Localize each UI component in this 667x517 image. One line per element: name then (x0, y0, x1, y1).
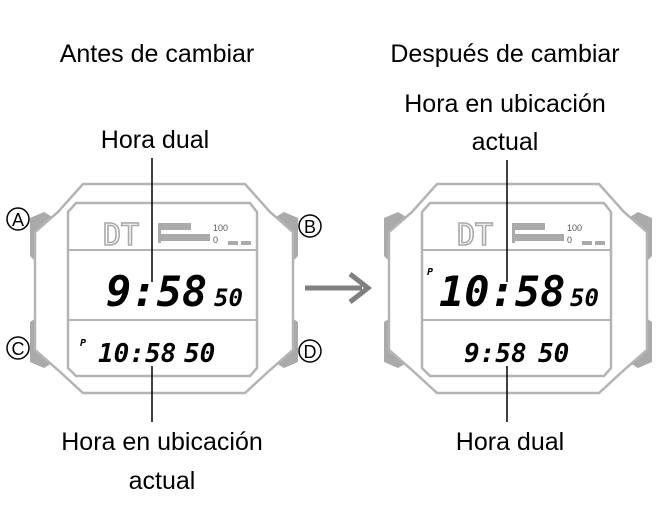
button-label-c: C (6, 336, 30, 360)
arrow-right-icon (305, 272, 373, 304)
pm-indicator: P (80, 338, 86, 349)
button-label-d: D (298, 339, 322, 363)
main-time: 10:58 (439, 267, 565, 316)
mode-indicator: DT (103, 218, 139, 253)
scale-high: 100 (213, 223, 228, 233)
button-label-a: A (6, 207, 30, 231)
watch-after: DT 100 0 P 10:58 50 9:58 50 (382, 182, 654, 395)
svg-text:B: B (304, 217, 316, 237)
svg-text:A: A (12, 210, 24, 230)
mode-indicator: DT (457, 218, 493, 253)
scale-low: 0 (213, 235, 218, 245)
after-top-label-2: actual (472, 128, 539, 156)
sub-time: 9:58 (464, 339, 527, 369)
after-bottom-label: Hora dual (456, 428, 564, 456)
sub-time: 10:58 (98, 339, 176, 369)
scale-low: 0 (567, 235, 572, 245)
pm-indicator: P (427, 267, 433, 278)
after-top-label-1: Hora en ubicación (404, 90, 606, 118)
watch-before: DT 100 0 9:58 50 P 10:58 50 (28, 182, 300, 395)
sub-seconds: 50 (184, 339, 215, 369)
before-title: Antes de cambiar (60, 40, 255, 68)
button-label-b: B (298, 214, 322, 238)
after-title: Después de cambiar (390, 40, 619, 68)
main-time: 9:58 (106, 267, 207, 316)
main-seconds: 50 (570, 284, 599, 312)
before-bottom-label-2: actual (129, 467, 196, 495)
before-top-label: Hora dual (101, 126, 209, 154)
scale-high: 100 (567, 223, 582, 233)
sub-seconds: 50 (538, 339, 569, 369)
main-seconds: 50 (214, 284, 243, 312)
svg-text:C: C (12, 339, 25, 359)
svg-text:D: D (304, 342, 317, 362)
before-bottom-label-1: Hora en ubicación (61, 428, 263, 456)
